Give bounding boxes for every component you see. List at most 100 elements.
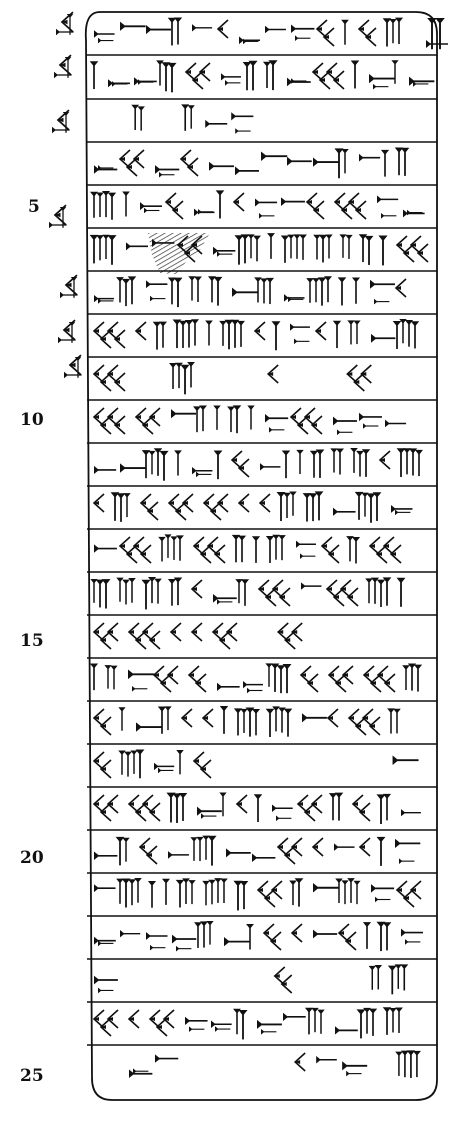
wedge-sign	[186, 104, 196, 130]
wedge-sign	[365, 27, 377, 47]
wedge-sign	[315, 321, 327, 341]
wedge-sign	[173, 449, 183, 477]
wedge-sign	[414, 449, 424, 477]
wedge-sign	[393, 963, 403, 990]
wedge-sign	[312, 928, 339, 940]
wedge-sign	[259, 277, 269, 305]
wedge-sign	[169, 535, 179, 561]
wedge-sign	[151, 320, 163, 351]
wedge-sign	[167, 665, 179, 685]
wedge-sign	[251, 852, 277, 863]
wedge-sign	[341, 1060, 369, 1072]
wedge-sign	[193, 921, 203, 949]
wedge-sign	[145, 931, 169, 941]
wedge-sign	[313, 490, 325, 522]
wedge-sign	[121, 837, 131, 863]
wedge-sign	[93, 883, 117, 893]
wedge-sign	[156, 705, 168, 735]
wedge-sign	[234, 165, 260, 177]
wedge-sign	[371, 491, 383, 522]
wedge-sign	[410, 880, 422, 900]
wedge-sign	[329, 447, 339, 474]
wedge-sign	[135, 721, 163, 733]
wedge-sign	[223, 318, 235, 351]
wedge-sign	[359, 802, 371, 822]
wedge-sign	[317, 233, 329, 264]
wedge-sign	[388, 1007, 398, 1034]
wedge-sign	[394, 1050, 404, 1077]
wedge-sign	[406, 662, 418, 692]
wedge-sign	[333, 791, 345, 822]
wedge-sign	[231, 286, 259, 298]
wedge-sign	[207, 878, 217, 906]
wedge-sign	[338, 233, 348, 259]
wedge-sign	[238, 880, 250, 911]
wedge-sign	[181, 708, 193, 728]
wedge-sign	[119, 462, 147, 474]
wedge-sign	[189, 836, 199, 862]
wedge-sign	[358, 411, 383, 422]
wedge-sign	[121, 190, 131, 218]
wedge-sign	[191, 622, 203, 642]
wedge-sign	[254, 197, 278, 208]
line-number-5: 5	[28, 197, 40, 217]
wedge-sign	[233, 234, 245, 266]
wedge-sign	[93, 465, 117, 475]
wedge-sign	[218, 705, 230, 735]
wedge-sign	[133, 149, 145, 169]
wedge-sign	[331, 319, 343, 349]
wedge-sign	[234, 127, 252, 135]
wedge-sign	[275, 814, 292, 822]
wedge-sign	[174, 361, 184, 389]
wedge-sign	[311, 794, 323, 814]
wedge-sign	[362, 422, 379, 430]
wedge-sign	[332, 415, 358, 427]
wedge-sign	[119, 20, 147, 32]
wedge-sign	[224, 79, 241, 87]
wedge-sign	[126, 275, 138, 306]
wedge-sign	[153, 762, 175, 771]
wedge-sign	[393, 146, 405, 177]
wedge-sign	[199, 920, 209, 949]
wedge-sign	[289, 322, 311, 332]
wedge-sign	[277, 706, 287, 734]
line-number-25: 25	[20, 1066, 44, 1086]
wedge-sign	[131, 685, 148, 693]
wedge-sign	[332, 506, 357, 517]
wedge-sign	[230, 111, 255, 122]
wedge-sign	[270, 320, 282, 352]
wedge-sign	[375, 920, 387, 952]
wedge-sign	[230, 534, 242, 564]
wedge-sign	[271, 803, 294, 813]
wedge-sign	[130, 103, 140, 131]
tablet-outline	[84, 11, 438, 1101]
wedge-sign	[191, 23, 213, 33]
wedge-sign	[314, 448, 326, 479]
wedge-sign	[394, 1006, 404, 1034]
wedge-sign	[370, 576, 380, 605]
wedge-sign	[136, 105, 146, 132]
wedge-sign	[367, 1007, 379, 1037]
wedge-sign	[293, 337, 310, 345]
wedge-sign	[355, 1008, 367, 1040]
wedge-sign	[158, 171, 175, 179]
wedge-sign	[89, 190, 99, 219]
wedge-sign	[369, 278, 396, 290]
wedge-sign	[93, 164, 119, 175]
wedge-sign	[363, 234, 375, 266]
wedge-sign	[171, 933, 198, 945]
wedge-sign	[88, 233, 100, 265]
wedge-sign	[179, 363, 191, 396]
wedge-sign	[195, 836, 205, 862]
wedge-sign	[114, 415, 126, 435]
wedge-sign	[388, 18, 398, 44]
wedge-sign	[323, 27, 335, 47]
wedge-sign	[219, 877, 229, 904]
wedge-sign	[223, 936, 251, 948]
wedge-sign	[293, 877, 305, 908]
wedge-sign	[291, 622, 304, 642]
wedge-sign	[271, 705, 281, 733]
wedge-sign	[114, 836, 126, 867]
wedge-sign	[254, 321, 266, 341]
wedge-sign	[158, 450, 170, 482]
